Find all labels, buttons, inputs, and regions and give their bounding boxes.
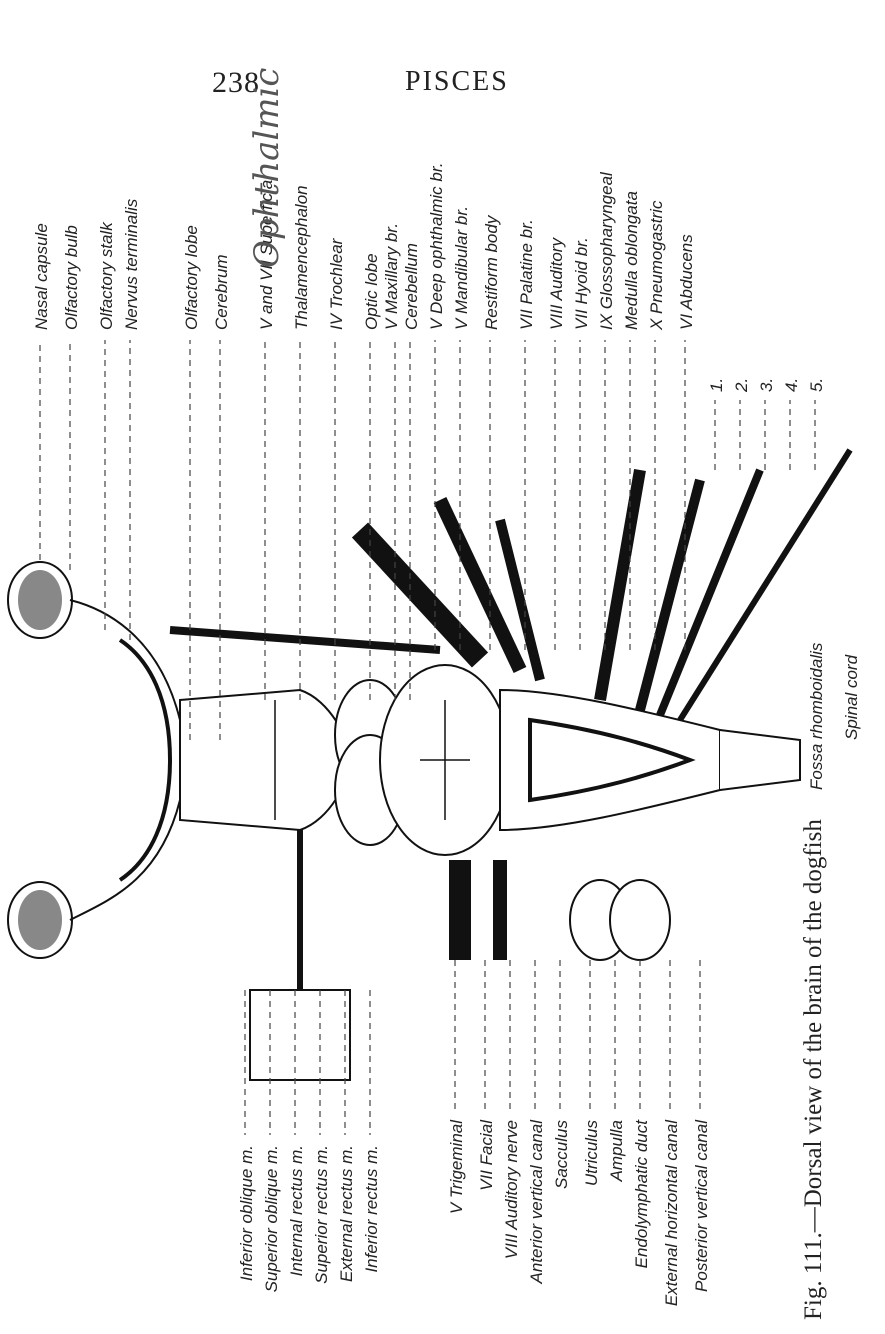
label-vii-hyoid-br: VII Hyoid br. bbox=[572, 237, 591, 330]
label-branch-1: 1. bbox=[707, 378, 726, 392]
label-spinal-cord: Spinal cord bbox=[842, 654, 861, 740]
spinal-cord bbox=[720, 730, 800, 790]
nasal-capsule-right bbox=[8, 562, 72, 638]
label-v-deep-ophthalmic-br: V Deep ophthalmic br. bbox=[427, 162, 446, 330]
label-branch-5: 5. bbox=[807, 378, 826, 392]
label-v-mandibular-br: V Mandibular br. bbox=[452, 206, 471, 330]
label-olfactory-stalk: Olfactory stalk bbox=[97, 221, 116, 330]
label-v-maxillary-br: V Maxillary br. bbox=[382, 223, 401, 330]
label-inferior-oblique-m: Inferior oblique m. bbox=[237, 1145, 256, 1281]
label-inferior-rectus-m: Inferior rectus m. bbox=[362, 1145, 381, 1273]
label-v-trigeminal: V Trigeminal bbox=[447, 1119, 466, 1214]
label-nervus-terminalis: Nervus terminalis bbox=[122, 198, 141, 330]
label-nasal-capsule: Nasal capsule bbox=[32, 223, 51, 330]
eye-muscles bbox=[250, 990, 350, 1080]
label-cerebellum: Cerebellum bbox=[402, 243, 421, 330]
label-branch-3: 3. bbox=[757, 378, 776, 392]
labels-upper: Nasal capsule Olfactory bulb Olfactory s… bbox=[32, 162, 826, 393]
label-posterior-vertical-canal: Posterior vertical canal bbox=[692, 1119, 711, 1292]
labels-inner: Fossa rhomboidalis Spinal cord bbox=[807, 642, 861, 790]
label-external-rectus-m: External rectus m. bbox=[337, 1145, 356, 1282]
label-optic-lobe: Optic lobe bbox=[362, 253, 381, 330]
label-olfactory-lobe: Olfactory lobe bbox=[182, 225, 201, 330]
label-vii-palatine-br: VII Palatine br. bbox=[517, 219, 536, 330]
label-anterior-vertical-canal: Anterior vertical canal bbox=[527, 1119, 546, 1285]
label-external-horizontal-canal: External horizontal canal bbox=[662, 1119, 681, 1306]
label-superior-rectus-m: Superior rectus m. bbox=[312, 1145, 331, 1284]
label-branch-4: 4. bbox=[782, 378, 801, 392]
label-ix-glossopharyngeal: IX Glossopharyngeal bbox=[597, 171, 616, 330]
diagram-drawing bbox=[8, 450, 850, 1080]
label-sacculus: Sacculus bbox=[552, 1120, 571, 1189]
figure-caption: Fig. 111.—Dorsal view of the brain of th… bbox=[800, 819, 828, 1320]
label-olfactory-bulb: Olfactory bulb bbox=[62, 225, 81, 330]
labels-lower: Inferior oblique m. Superior oblique m. … bbox=[237, 1119, 711, 1306]
label-iv-trochlear: IV Trochlear bbox=[327, 237, 346, 330]
label-thalamencephalon: Thalamencephalon bbox=[292, 185, 311, 330]
label-cerebrum: Cerebrum bbox=[212, 254, 231, 330]
handwritten-annotation: Ophthalmic bbox=[247, 68, 287, 268]
label-endolymphatic-duct: Endolymphatic duct bbox=[632, 1119, 651, 1269]
label-vii-facial: VII Facial bbox=[477, 1119, 496, 1191]
label-branch-2: 2. bbox=[732, 378, 751, 393]
label-vi-abducens: VI Abducens bbox=[677, 234, 696, 330]
label-internal-rectus-m: Internal rectus m. bbox=[287, 1145, 306, 1276]
label-restiform-body: Restiform body bbox=[482, 214, 501, 330]
label-x-pneumogastric: X Pneumogastric bbox=[647, 200, 666, 331]
label-superior-oblique-m: Superior oblique m. bbox=[262, 1145, 281, 1292]
label-utriculus: Utriculus bbox=[582, 1120, 601, 1187]
label-viii-auditory: VIII Auditory bbox=[547, 237, 566, 330]
label-fossa-rhomboidalis: Fossa rhomboidalis bbox=[807, 642, 826, 790]
cerebrum bbox=[180, 690, 350, 830]
label-viii-auditory-nerve: VIII Auditory nerve bbox=[502, 1120, 521, 1259]
label-ampulla: Ampulla bbox=[607, 1120, 626, 1182]
nasal-capsule-left bbox=[8, 882, 72, 958]
label-medulla-oblongata: Medulla oblongata bbox=[622, 191, 641, 330]
